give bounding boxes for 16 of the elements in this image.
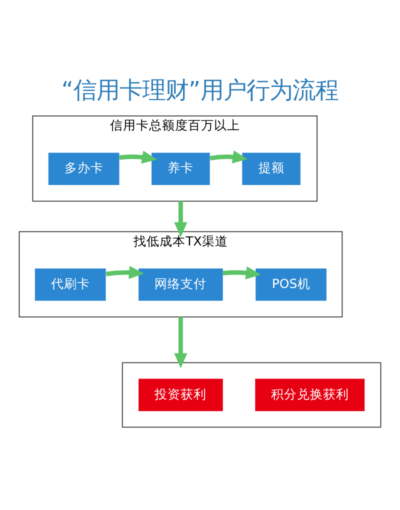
node-box: 代刷卡 <box>34 268 106 301</box>
arrow <box>210 150 248 164</box>
node-box: 提额 <box>242 152 300 186</box>
node-box: 投资获利 <box>138 378 223 412</box>
cluster <box>122 362 382 428</box>
node-box: 养卡 <box>152 152 210 186</box>
arrow <box>119 150 158 164</box>
node-box: POS机 <box>256 268 326 301</box>
arrow <box>174 201 188 238</box>
node-box: 积分兑换获利 <box>255 378 365 412</box>
arrow <box>222 266 261 280</box>
arrow <box>106 266 144 280</box>
node-box: 网络支付 <box>138 268 223 301</box>
node-box: 多办卡 <box>48 152 120 186</box>
arrow <box>174 316 188 368</box>
diagram-title: “信用卡理财”用户行为流程 <box>61 76 339 104</box>
